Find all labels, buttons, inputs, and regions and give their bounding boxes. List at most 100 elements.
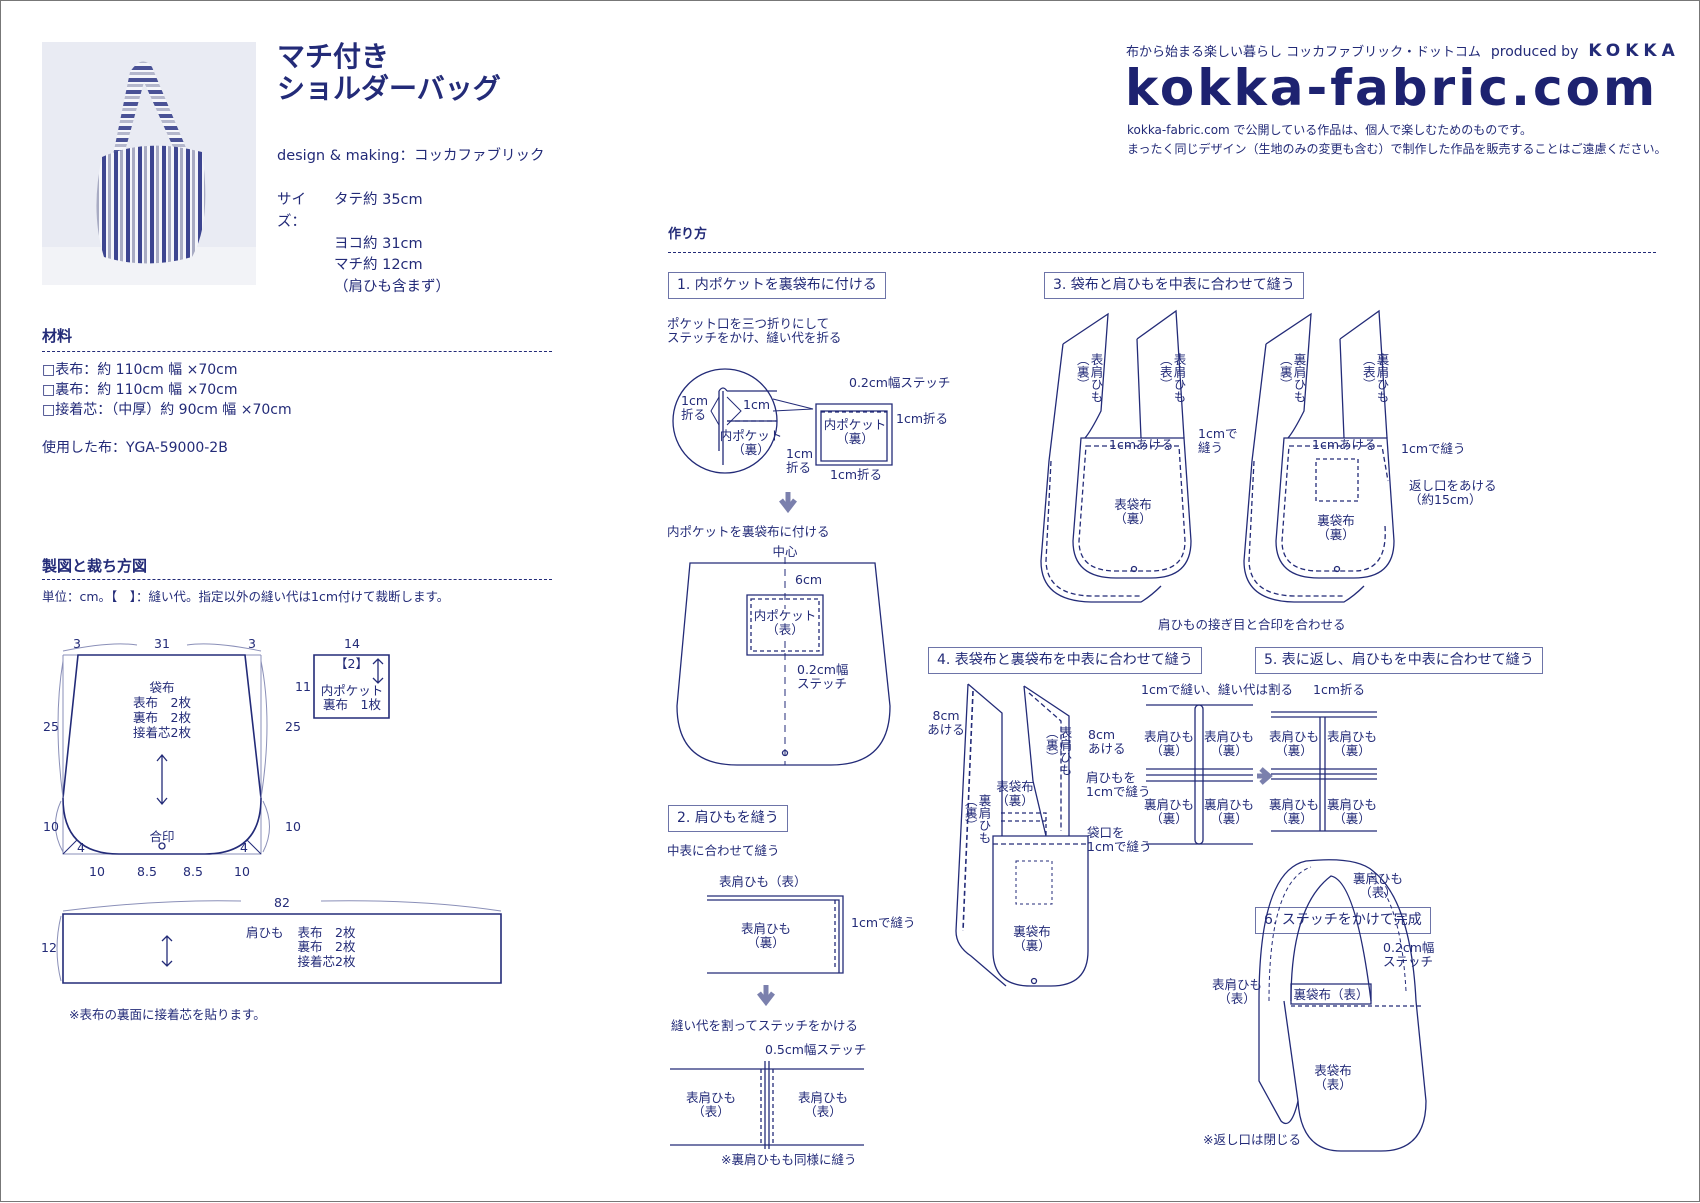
size-block: サイズ：タテ約 35cm ヨコ約 31cm マチ約 12cm （肩ひも含まず）	[277, 190, 450, 299]
bag-lining-label: 裏袋布 （裏）	[1013, 924, 1051, 954]
open-label: 1cmあける	[1312, 437, 1377, 452]
notice-line-2: まったく同じデザイン（生地のみの変更も含む）で制作した作品を販売することはご遠慮…	[1127, 142, 1667, 157]
strap-label: 表肩ひも （裏）	[1143, 729, 1195, 759]
bag-piece-outer: 表布 2枚	[133, 695, 191, 710]
strap-label: 裏肩ひも （裏）	[1203, 797, 1255, 827]
size-height: タテ約 35cm	[334, 192, 423, 208]
strap-height: 12	[41, 940, 57, 955]
strap-right-label: 表肩ひも （表）	[797, 1090, 849, 1120]
inner-strap-label: 裏肩ひも （表）	[1352, 871, 1404, 901]
dim-corner: 4	[77, 840, 85, 855]
fabric-used: 使用した布：YGA-59000-2B	[42, 440, 228, 456]
strap-label: 表肩ひも （裏）	[1326, 729, 1378, 759]
arrow-right-icon	[1257, 769, 1269, 783]
arrow-down-icon	[781, 492, 795, 509]
strap-label: 表肩ひも （裏）	[1074, 353, 1104, 403]
step6-finished-bag	[1259, 860, 1426, 1151]
sew-label: 1cmで 縫う	[1198, 426, 1238, 456]
step-6-title: 6. ステッチをかけて完成	[1255, 907, 1431, 934]
pocket-seam: 【2】	[335, 656, 368, 671]
pocket-piece-count: 裏布 1枚	[323, 697, 381, 713]
materials-list: □表布：約 110cm 幅 ×70cm □裏布：約 110cm 幅 ×70cm …	[42, 361, 292, 421]
dim-bottom: 8.5	[137, 864, 157, 879]
header-tagline-row: 布から始まる楽しい暮らし コッカファブリック・ドットコム produced by…	[1126, 41, 1680, 61]
notice-line-1: kokka-fabric.com で公開している作品は、個人で楽しむためのもので…	[1127, 123, 1532, 137]
strap-label: 表肩ひも （裏）	[1043, 726, 1073, 776]
bag-pattern-outline	[55, 644, 269, 854]
step6-note: ※返し口は閉じる	[1203, 1132, 1301, 1147]
dim-top: 31	[154, 636, 170, 651]
bag-piece-interfacing: 接着芯2枚	[133, 725, 191, 740]
strap-piece-name: 肩ひも	[246, 925, 284, 940]
step1-instruction-2: 内ポケットを裏袋布に付ける	[667, 524, 830, 539]
step-3-title: 3. 袋布と肩ひもを中表に合わせて縫う	[1044, 272, 1304, 299]
stitch-label: 0.2cm幅 ステッチ	[1383, 940, 1435, 970]
strap-back-label: 表肩ひも （裏）	[740, 921, 792, 951]
step1-instruction: ポケット口を三つ折りにして ステッチをかけ、縫い代を折る	[667, 316, 841, 346]
unit-note: 単位：cm。【 】：縫い代。指定以外の縫い代は1cm付けて裁断します。	[42, 589, 450, 604]
dim-bottom: 10	[89, 864, 105, 879]
strap-label: 裏肩ひも （裏）	[1277, 353, 1307, 403]
dim-top-side: 3	[73, 636, 81, 651]
tagline: 布から始まる楽しい暮らし コッカファブリック・ドットコム	[1126, 45, 1481, 60]
return-opening-label: 返し口をあける （約15cm）	[1409, 478, 1497, 508]
strap-label: 裏肩ひも （表）	[1360, 353, 1390, 403]
bag-outer-label: 表袋布 （裏）	[1114, 497, 1152, 527]
center-label: 中心	[772, 544, 798, 559]
sew-mouth-label: 袋口を 1cmで縫う	[1087, 825, 1152, 855]
title-line-2: ショルダーバッグ	[277, 72, 501, 106]
step1-lining-bag	[677, 557, 890, 765]
open-right-label: 8cm あける	[1088, 727, 1126, 757]
fold-width: 1cm	[743, 397, 771, 412]
dim-side: 25	[285, 719, 301, 734]
strap-label: 表肩ひも （裏）	[1203, 729, 1255, 759]
step-2-title: 2. 肩ひもを縫う	[668, 805, 788, 832]
fold-label: 1cm折る	[1313, 682, 1366, 697]
materials-heading: 材料	[42, 327, 73, 345]
bag-photo-illustration	[42, 61, 256, 285]
strap-label: 表肩ひも （表）	[1157, 353, 1187, 403]
dim-corner: 4	[240, 840, 248, 855]
pocket-piece-name: 内ポケット	[320, 683, 384, 698]
produced-by: produced by	[1490, 44, 1579, 60]
strap-piece-label: 肩ひも 表布 2枚 裏布 2枚 接着芯2枚	[246, 925, 356, 969]
bag-piece-label: 袋布 表布 2枚 裏布 2枚 接着芯2枚	[133, 680, 191, 740]
dim-bottom: 8.5	[183, 864, 203, 879]
dim-curve: 10	[43, 819, 59, 834]
material-item: □裏布：約 110cm 幅 ×70cm	[42, 381, 238, 398]
strap-width: 82	[274, 895, 290, 910]
site-logo[interactable]: kokka-fabric.com	[1125, 59, 1659, 117]
fold-left-label: 1cm 折る	[786, 446, 814, 476]
outer-strap-label: 表肩ひも （表）	[1211, 977, 1263, 1007]
strap-label: 表肩ひも （裏）	[1268, 729, 1320, 759]
product-photo	[42, 42, 256, 285]
strap-left-label: 表肩ひも （表）	[685, 1090, 737, 1120]
step-4-title: 4. 表袋布と裏袋布を中表に合わせて縫う	[928, 647, 1202, 674]
size-gusset: マチ約 12cm	[334, 257, 423, 274]
pocket-width: 14	[344, 636, 360, 651]
bag-outer-label: 表袋布 （裏）	[996, 779, 1034, 809]
step1-inst-line: ポケット口を三つ折りにして	[667, 316, 830, 331]
howto-heading: 作り方	[668, 227, 708, 242]
open-left-label: 8cm あける	[927, 708, 965, 738]
material-item: □表布：約 110cm 幅 ×70cm	[42, 362, 238, 378]
strap-piece-outer: 表布 2枚	[297, 925, 356, 940]
step-5-title: 5. 表に返し、肩ひもを中表に合わせて縫う	[1255, 647, 1543, 674]
distance-label: 6cm	[795, 572, 823, 587]
pocket-piece-label: 内ポケット 裏布 1枚	[320, 683, 384, 713]
size-width: ヨコ約 31cm	[334, 235, 423, 252]
stitch-label: 0.2cm幅 ステッチ	[797, 662, 849, 692]
sew-strap-label: 肩ひもを 1cmで縫う	[1086, 770, 1151, 800]
sew-label: 1cmで縫い、縫い代は割る	[1141, 682, 1294, 697]
size-note: （肩ひも含まず）	[334, 279, 450, 295]
strap-piece-interfacing: 接着芯2枚	[297, 953, 356, 969]
bag-piece-name: 袋布	[149, 680, 175, 695]
notice: kokka-fabric.com で公開している作品は、個人で楽しむためのもので…	[1127, 121, 1667, 159]
sew-label: 1cmで縫う	[851, 915, 916, 930]
bag-label: 表袋布 （表）	[1314, 1063, 1352, 1093]
divider	[42, 579, 552, 580]
arrow-down-icon	[759, 985, 773, 1002]
fold-bottom-label: 1cm折る	[830, 467, 883, 482]
brand-logo: KOKKA	[1588, 41, 1680, 61]
match-label: 肩ひもの接ぎ目と合印を合わせる	[1158, 617, 1346, 632]
